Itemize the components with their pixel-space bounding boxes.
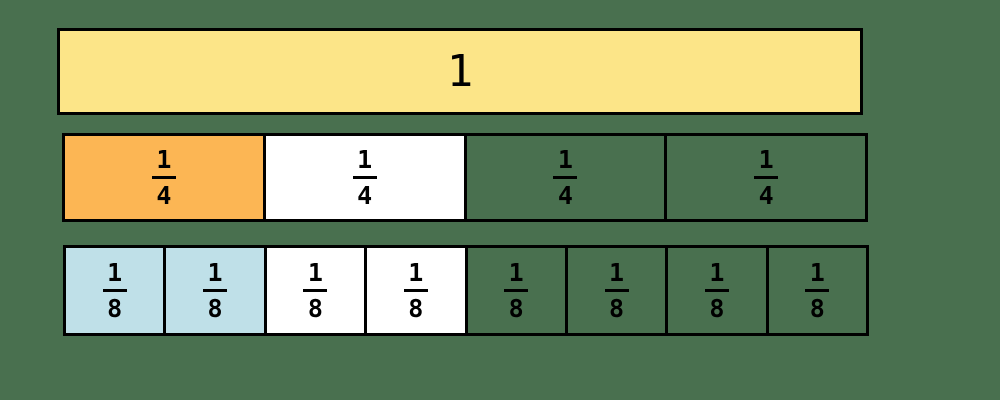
- fraction-denominator: 8: [609, 294, 625, 323]
- fraction-denominator: 8: [508, 294, 524, 323]
- fraction-bar-line: [352, 176, 377, 179]
- fraction-bar-line: [553, 176, 578, 179]
- fraction-bar-line: [504, 289, 529, 292]
- fraction-denominator: 4: [557, 181, 573, 210]
- fraction-bar-line: [203, 289, 228, 292]
- whole-label: 1: [446, 45, 474, 97]
- fraction-bar-line: [403, 289, 428, 292]
- fraction-denominator: 8: [207, 294, 223, 323]
- fraction-denominator: 8: [107, 294, 123, 323]
- fraction-numerator: 1: [307, 258, 323, 287]
- fraction-denominator: 8: [709, 294, 725, 323]
- fraction-denominator: 4: [758, 181, 774, 210]
- fraction-denominator: 8: [307, 294, 323, 323]
- fraction-bar-line: [704, 289, 729, 292]
- fraction-bar-line: [102, 289, 127, 292]
- fraction-numerator: 1: [107, 258, 123, 287]
- fraction-denominator: 4: [357, 181, 373, 210]
- fraction-numerator: 1: [709, 258, 725, 287]
- fraction-numerator: 1: [609, 258, 625, 287]
- fraction-numerator: 1: [809, 258, 825, 287]
- fraction-bar-line: [805, 289, 830, 292]
- fraction-denominator: 8: [408, 294, 424, 323]
- fraction-bar-line: [151, 176, 176, 179]
- fraction-bar-line: [754, 176, 779, 179]
- fraction-numerator: 1: [207, 258, 223, 287]
- fraction-bar-line: [604, 289, 629, 292]
- fraction-numerator: 1: [156, 145, 172, 174]
- fraction-numerator: 1: [357, 145, 373, 174]
- fraction-numerator: 1: [508, 258, 524, 287]
- fraction-numerator: 1: [557, 145, 573, 174]
- fraction-denominator: 4: [156, 181, 172, 210]
- fraction-numerator: 1: [758, 145, 774, 174]
- fraction-bar-line: [303, 289, 328, 292]
- fraction-numerator: 1: [408, 258, 424, 287]
- whole-bar: 1: [57, 28, 863, 115]
- whole-segment-1: 1: [60, 31, 860, 112]
- fraction-denominator: 8: [809, 294, 825, 323]
